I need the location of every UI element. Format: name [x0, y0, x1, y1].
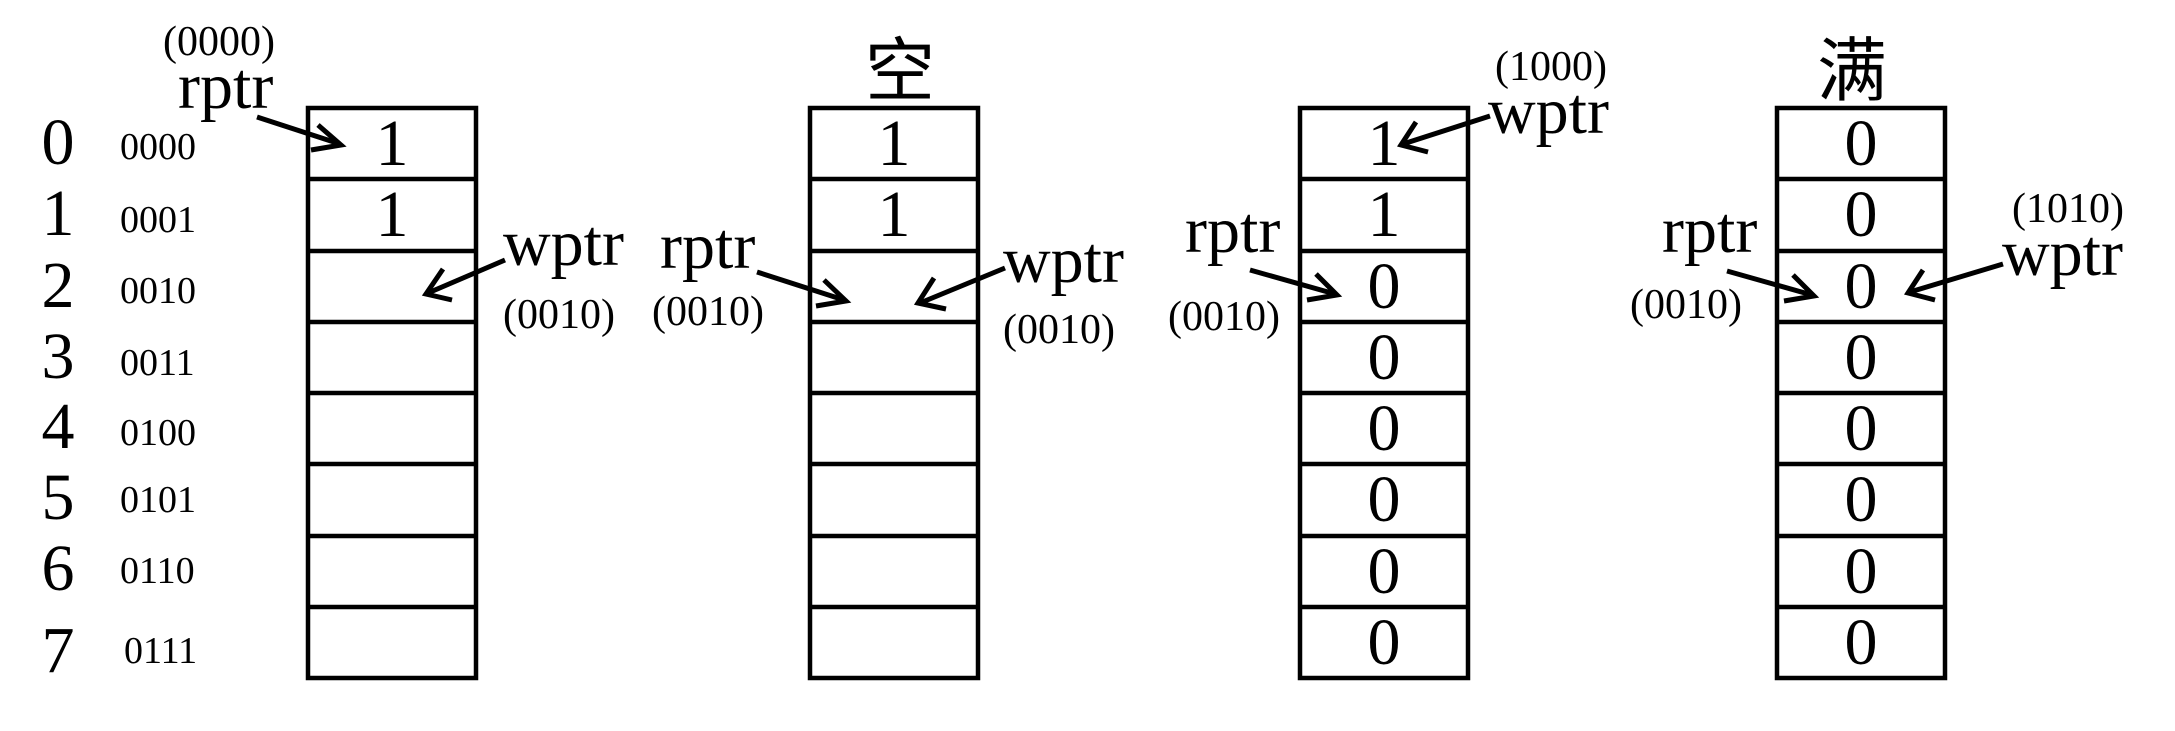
address-index: 6	[42, 532, 75, 605]
fifo-2: 空 1 1 rptr (0010) wptr (0010)	[652, 34, 1124, 681]
rptr-label: rptr	[660, 210, 755, 283]
address-index: 5	[42, 461, 75, 534]
cell-value: 0	[1845, 463, 1878, 536]
address-index: 2	[42, 249, 75, 322]
cell-value: 1	[1368, 178, 1401, 251]
wptr-label: wptr	[1488, 75, 1609, 148]
fifo-2-grid	[807, 105, 981, 681]
address-index: 4	[42, 390, 75, 463]
address-index: 3	[42, 320, 75, 393]
address-binary: 0100	[120, 412, 196, 454]
rptr-label: rptr	[1662, 194, 1757, 267]
rptr-arrow	[256, 114, 347, 153]
cell-value: 1	[376, 178, 409, 251]
address-binary: 0110	[120, 550, 195, 592]
fifo-3-cells: 1 1 0 0 0 0 0 0	[1368, 107, 1401, 679]
address-index-column: 0 1 2 3 4 5 6 7	[42, 106, 75, 687]
fifo-3: 1 1 0 0 0 0 0 0 (1000) wptr rptr (0010)	[1168, 44, 1609, 681]
address-binary-column: 0000 0001 0010 0011 0100 0101 0110 0111	[120, 126, 197, 672]
address-index: 1	[42, 177, 75, 250]
wptr-address-label: (0010)	[1003, 307, 1115, 353]
rptr-arrow	[756, 269, 852, 309]
address-index: 0	[42, 106, 75, 179]
cell-value: 0	[1845, 107, 1878, 180]
rptr-arrow	[1249, 267, 1343, 303]
cell-value: 0	[1368, 535, 1401, 608]
rptr-label: rptr	[1185, 194, 1280, 267]
address-index: 7	[42, 614, 75, 687]
rptr-address-label: (0010)	[652, 289, 764, 335]
wptr-label: wptr	[503, 207, 624, 280]
fifo-4: 满 0 0 0 0 0 0 0 0 rptr (0010) (1010)	[1630, 34, 2124, 681]
wptr-arrow	[421, 257, 506, 303]
fifo-1-cells: 1 1	[376, 107, 409, 251]
fifo-4-grid	[1774, 105, 1948, 681]
wptr-label: wptr	[1003, 224, 1124, 297]
cell-value: 0	[1368, 463, 1401, 536]
rptr-address-label: (0010)	[1630, 282, 1742, 328]
cell-value: 0	[1845, 606, 1878, 679]
wptr-arrow	[913, 265, 1006, 312]
rptr-address-label: (0000)	[163, 19, 275, 65]
cell-value: 0	[1845, 392, 1878, 465]
cell-value: 0	[1845, 178, 1878, 251]
cell-value: 0	[1368, 321, 1401, 394]
address-binary: 0111	[124, 630, 197, 672]
cell-value: 0	[1845, 321, 1878, 394]
cell-value: 0	[1368, 606, 1401, 679]
cell-value: 0	[1845, 250, 1878, 323]
address-binary: 0010	[120, 270, 196, 312]
wptr-address-label: (1000)	[1495, 44, 1607, 90]
cell-value: 1	[878, 107, 911, 180]
rptr-arrow	[1726, 268, 1820, 304]
fifo-2-title: 空	[865, 34, 935, 111]
wptr-address-label: (0010)	[503, 292, 615, 338]
rptr-label: rptr	[178, 50, 273, 123]
wptr-address-label: (1010)	[2012, 186, 2124, 232]
address-binary: 0001	[120, 199, 196, 241]
cell-value: 0	[1845, 535, 1878, 608]
wptr-arrow	[1904, 261, 2004, 303]
cell-value: 1	[878, 178, 911, 251]
fifo-1-grid	[305, 105, 479, 681]
cell-value: 0	[1368, 392, 1401, 465]
address-binary: 0000	[120, 126, 196, 168]
address-binary: 0011	[120, 342, 195, 384]
wptr-arrow	[1397, 113, 1491, 155]
cell-value: 1	[376, 107, 409, 180]
wptr-label: wptr	[2002, 217, 2123, 290]
cell-value: 1	[1368, 107, 1401, 180]
fifo-2-cells: 1 1	[878, 107, 911, 251]
fifo-3-grid	[1297, 105, 1471, 681]
address-binary: 0101	[120, 479, 196, 521]
rptr-address-label: (0010)	[1168, 294, 1280, 340]
fifo-4-cells: 0 0 0 0 0 0 0 0	[1845, 107, 1878, 679]
fifo-4-title: 满	[1817, 34, 1887, 111]
cell-value: 0	[1368, 250, 1401, 323]
fifo-1: 1 1 (0000) rptr wptr (0010)	[163, 19, 624, 681]
